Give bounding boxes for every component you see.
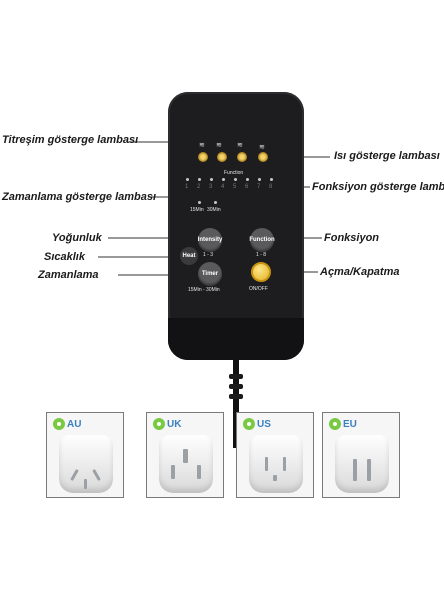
heat-button-label: Heat [182, 253, 196, 259]
plug-adapter-body [159, 435, 213, 493]
intensity-button[interactable]: Intensity [198, 228, 222, 252]
plug-pin [353, 459, 357, 481]
label-intensity: Yoğunluk [52, 232, 102, 244]
function-lamp-4 [222, 178, 225, 181]
label-vibration-lamp: Titreşim gösterge lambası [2, 134, 139, 146]
vibration-wave-icon: ≋ [216, 142, 222, 149]
vibration-lamp-3 [237, 152, 247, 162]
heat-button[interactable]: Heat [180, 247, 198, 265]
function-number: 5 [233, 184, 237, 190]
plug-card-eu: EU [322, 412, 400, 498]
plug-badge: EU [329, 418, 357, 430]
intensity-button-label: Intensity [197, 237, 223, 243]
plug-pin [283, 457, 286, 471]
label-heat-lamp: Isı gösterge lambası [334, 150, 440, 162]
function-lamp-1 [186, 178, 189, 181]
plug-badge: AU [53, 418, 81, 430]
cable-ring [229, 384, 243, 389]
vibration-wave-icon: ≋ [199, 142, 205, 149]
plug-adapter-body [249, 435, 303, 493]
power-cable [233, 358, 239, 448]
timer-lamp-15 [198, 201, 201, 204]
function-lamp-7 [258, 178, 261, 181]
plug-pin [171, 465, 175, 479]
plug-pin [183, 449, 188, 463]
label-heat: Sıcaklık [44, 251, 85, 263]
plug-pin [367, 459, 371, 481]
plug-code: EU [343, 418, 357, 430]
plug-badge: US [243, 418, 271, 430]
plug-type-icon [329, 418, 341, 430]
plug-type-icon [153, 418, 165, 430]
function-lamp-6 [246, 178, 249, 181]
plug-pin [197, 465, 201, 479]
function-number: 4 [221, 184, 225, 190]
timer-lamp-30 [214, 201, 217, 204]
plug-code: US [257, 418, 271, 430]
timer-button-label: Timer [201, 271, 219, 277]
timer-30-label: 30Min [207, 207, 221, 213]
function-lamp-8 [270, 178, 273, 181]
cable-ring [229, 374, 243, 379]
timer-button[interactable]: Timer [198, 262, 222, 286]
timer-15-label: 15Min [190, 207, 204, 213]
heat-wave-icon: ≋ [259, 144, 265, 151]
function-button-label: Function [249, 237, 275, 243]
remote-bottom-lip [168, 318, 304, 360]
plug-adapter-body [335, 435, 389, 493]
vibration-lamp-2 [217, 152, 227, 162]
vibration-lamp-1 [198, 152, 208, 162]
plug-badge: UK [153, 418, 181, 430]
plug-type-icon [53, 418, 65, 430]
function-number: 6 [245, 184, 249, 190]
function-number: 8 [269, 184, 273, 190]
plug-code: AU [67, 418, 82, 430]
vibration-wave-icon: ≋ [237, 142, 243, 149]
power-button[interactable] [251, 262, 271, 282]
label-function-lamp: Fonksiyon gösterge lambası [312, 181, 444, 193]
plug-card-uk: UK [146, 412, 224, 498]
heat-lamp [258, 152, 268, 162]
label-function: Fonksiyon [324, 232, 380, 244]
plug-card-us: US [236, 412, 314, 498]
label-timer-lamp: Zamanlama gösterge lambası [2, 191, 157, 203]
function-number: 7 [257, 184, 261, 190]
label-timer: Zamanlama [38, 269, 99, 281]
plug-pin [70, 469, 79, 481]
cable-ring [229, 394, 243, 399]
intensity-range: 1 - 3 [203, 252, 214, 258]
function-strip-label: Function [224, 170, 244, 176]
plug-adapter-body [59, 435, 113, 493]
plug-pin [84, 479, 87, 489]
function-number: 2 [197, 184, 201, 190]
label-power: Açma/Kapatma [320, 266, 400, 278]
function-number: 3 [209, 184, 213, 190]
plug-type-icon [243, 418, 255, 430]
plug-pin [92, 469, 101, 481]
plug-card-au: AU [46, 412, 124, 498]
timer-range: 15Min - 30Min [188, 287, 220, 293]
function-lamp-3 [210, 178, 213, 181]
power-button-label: ON/OFF [249, 286, 268, 292]
function-range: 1 - 8 [256, 252, 267, 258]
function-lamp-2 [198, 178, 201, 181]
plug-code: UK [167, 418, 182, 430]
function-lamp-5 [234, 178, 237, 181]
plug-pin [265, 457, 268, 471]
function-button[interactable]: Function [249, 228, 275, 252]
plug-pin [273, 475, 277, 481]
function-number: 1 [185, 184, 189, 190]
remote-controller [168, 92, 304, 360]
